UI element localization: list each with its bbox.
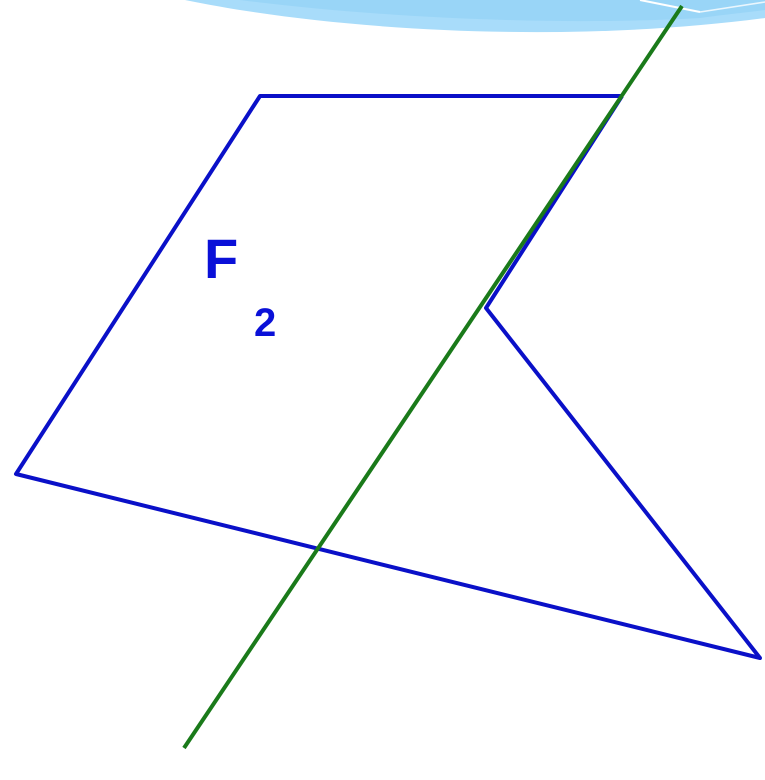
- region-label-subscript: 2: [254, 301, 276, 345]
- blue-blob-front: [240, 0, 765, 22]
- green-line: [182, 4, 684, 750]
- region-boundary: [14, 94, 762, 660]
- region-label-letter: F: [204, 227, 238, 290]
- top-blue-region: [185, 0, 765, 33]
- region-label: F: [204, 227, 238, 290]
- blue-blob-highlight-2: [699, 1, 765, 13]
- blue-blob-highlight-1: [639, 0, 701, 13]
